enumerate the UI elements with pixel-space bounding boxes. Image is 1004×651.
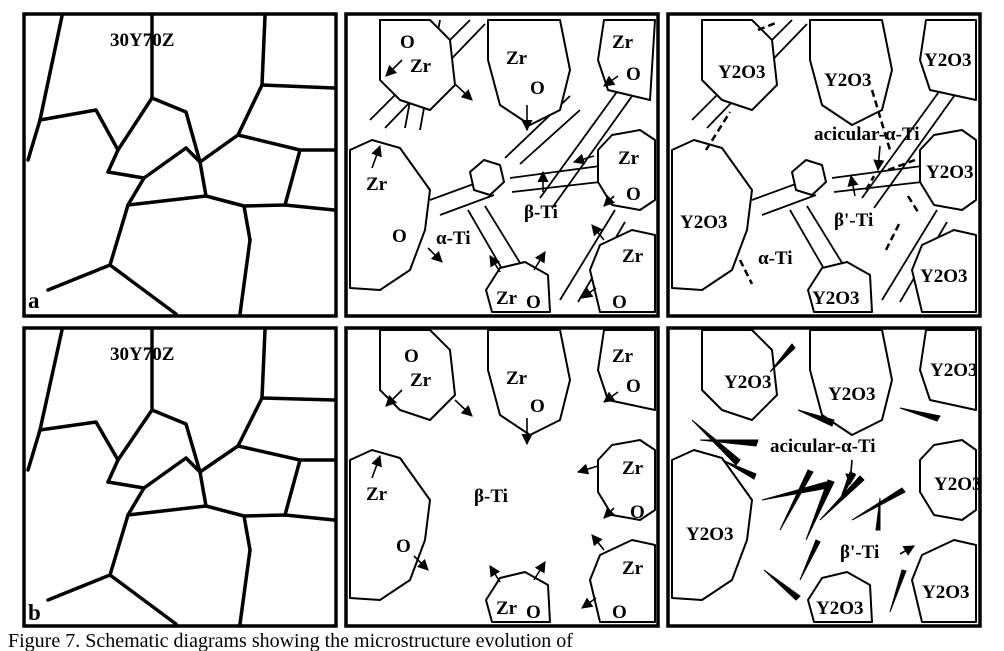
b2-grain-left [349,449,431,601]
panel-a1-frame [22,12,338,318]
panel-b1-composition-label: 30Y70Z [110,344,174,365]
a3-grain-top-right [919,19,977,101]
a3-label-y2o3-4: Y2O3 [926,162,974,183]
panel-a3-frame [666,12,982,318]
a3-grain-top-center [809,19,893,126]
a2-label-o-5: O [392,226,407,247]
panel-b2-diffusion-schematic: O Zr Zr O Zr O Zr β-Ti Zr O O Zr Zr O O [344,326,660,628]
a2-grain-left [349,139,431,291]
a2-label-alpha-ti: α-Ti [436,228,471,249]
panel-b3-phase-schematic: Y2O3 Y2O3 Y2O3 acicular-α-Ti Y2O3 Y2O3 β… [666,326,982,628]
a2-label-o-1: O [400,32,415,53]
b2-label-zr-5: Zr [622,458,644,479]
b2-label-o-5: O [396,536,411,557]
a3-grain-triple-junction [791,159,827,196]
b2-label-o-6: O [526,602,541,623]
a2-grain-triple-junction [469,159,505,196]
b2-grain-top-right [597,329,656,411]
a3-grain-left [671,139,753,291]
b3-label-y2o3-7: Y2O3 [816,598,864,619]
b3-label-y2o3-6: Y2O3 [922,582,970,603]
panel-a3-phase-schematic: Y2O3 Y2O3 Y2O3 acicular-α-Ti Y2O3 Y2O3 β… [666,12,982,318]
b3-grain-top-center [809,329,893,436]
b2-label-zr-4: Zr [366,484,388,505]
a2-label-zr-6: Zr [622,246,644,267]
panel-a2-frame [344,12,660,318]
panel-b3-frame [666,326,982,628]
a2-label-zr-3: Zr [612,32,634,53]
a3-label-y2o3-5: Y2O3 [680,212,728,233]
a3-label-alpha-ti: α-Ti [758,248,793,269]
a2-grain-top-center [487,19,571,126]
a3-label-y2o3-2: Y2O3 [824,70,872,91]
panel-a1-grain-structure: 30Y70Z a [22,12,338,318]
a2-label-o-2: O [530,78,545,99]
b3-grain-left [671,449,753,601]
b3-label-acicular-alpha-ti: acicular-α-Ti [770,436,876,457]
panel-a2-diffusion-schematic: O Zr Zr O Zr O Zr Zr β-Ti O O α-Ti Zr Zr… [344,12,660,318]
b2-label-beta-ti: β-Ti [474,486,508,507]
a2-label-zr-2: Zr [506,48,528,69]
b2-grain-bottom-right [589,539,656,623]
a2-label-zr-7: Zr [496,288,518,309]
b3-grain-top-left [701,329,778,421]
panel-b-letter: b [28,600,41,625]
a3-label-acicular-alpha-ti: acicular-α-Ti [814,124,920,145]
b2-grain-right [597,439,656,521]
panel-b1-grain-structure: 30Y70Z b [22,326,338,628]
b3-grain-right [919,439,977,521]
a3-label-beta-prime-ti: β'-Ti [834,210,873,231]
b3-grain-bottom-center [807,571,873,623]
b2-label-zr-7: Zr [496,598,518,619]
b2-label-o-3: O [626,376,641,397]
a2-label-o-6: O [526,292,541,313]
b3-label-y2o3-5: Y2O3 [686,524,734,545]
a2-label-o-3: O [626,64,641,85]
b3-label-y2o3-1: Y2O3 [724,372,772,393]
a2-label-zr-1: Zr [410,56,432,77]
a2-grain-right [597,129,656,211]
b3-label-beta-prime-ti: β'-Ti [840,542,879,563]
a3-grain-right [919,129,977,211]
b2-label-o-1: O [404,346,419,367]
a3-grain-top-left [701,19,778,111]
b2-grain-top-center [487,329,571,436]
b3-grain-top-right [919,329,977,411]
a3-label-y2o3-1: Y2O3 [718,62,766,83]
a2-label-zr-4: Zr [366,174,388,195]
b3-label-y2o3-4: Y2O3 [934,474,982,495]
b3-label-y2o3-3: Y2O3 [930,360,978,381]
a2-grain-top-left [379,19,456,111]
b2-label-zr-3: Zr [612,346,634,367]
a3-label-y2o3-7: Y2O3 [812,288,860,309]
panel-b2-frame [344,326,660,628]
panel-a-letter: a [28,288,40,313]
a3-grain-bottom-right [911,229,977,313]
b2-grain-bottom-center [485,571,551,623]
a2-label-o-7: O [612,292,627,313]
figure-caption: Figure 7. Schematic diagrams showing the… [8,630,573,651]
b3-label-y2o3-2: Y2O3 [828,384,876,405]
b2-label-zr-6: Zr [622,558,644,579]
a2-grain-bottom-right [589,229,656,313]
panel-a1-composition-label: 30Y70Z [110,30,174,51]
a3-label-y2o3-6: Y2O3 [920,266,968,287]
b2-label-o-2: O [530,396,545,417]
b3-grain-bottom-right [911,539,977,623]
a2-label-beta-ti: β-Ti [524,202,558,223]
b2-label-o-4: O [630,502,645,523]
b2-label-o-7: O [612,602,627,623]
b2-label-zr-1: Zr [410,370,432,391]
b2-label-zr-2: Zr [506,368,528,389]
a3-grain-bottom-center [807,261,873,313]
a3-label-y2o3-3: Y2O3 [924,50,972,71]
a2-grain-bottom-center [485,261,551,313]
a2-label-o-4: O [626,184,641,205]
b2-grain-top-left [379,329,456,421]
a2-label-zr-5: Zr [618,148,640,169]
panel-b1-frame [22,326,338,628]
